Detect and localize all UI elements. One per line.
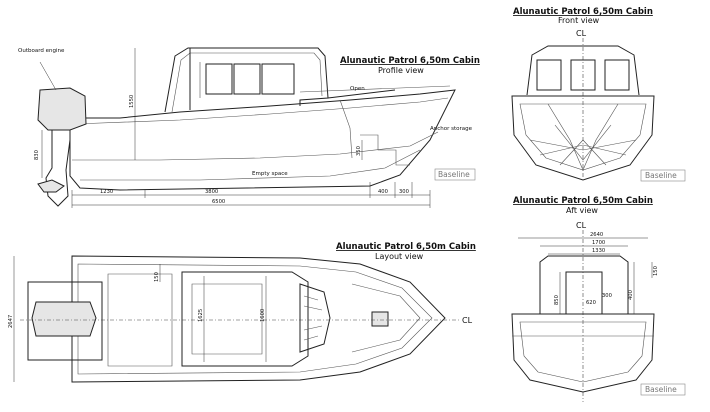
layout-dim-2647: 2647: [8, 315, 14, 328]
front-hull: [511, 95, 655, 181]
layout-dim-1625: 1625: [198, 309, 204, 322]
aft-view: Alunautic Patrol 6,50m Cabin Aft view CL…: [511, 196, 686, 402]
profile-dim-6500: 6500: [212, 199, 225, 205]
front-baseline-box: [640, 169, 686, 182]
profile-cabin-inner: [171, 52, 323, 113]
aft-baseline-box: [640, 383, 686, 396]
aft-dim-300-label: 300: [602, 293, 612, 299]
front-hull-inner: [519, 103, 647, 171]
profile-rail: [299, 85, 451, 93]
layout-bow-deck: [351, 283, 421, 353]
front-framing: [529, 124, 637, 166]
profile-title: Alunautic Patrol 6,50m Cabin: [340, 56, 480, 66]
layout-gunwale: [77, 263, 433, 375]
outboard-leg: [45, 130, 71, 207]
profile-label-anchor: Anchor storage: [430, 126, 473, 132]
profile-dim-400: 400: [378, 189, 388, 195]
profile-subtitle: Profile view: [378, 66, 424, 75]
front-cl-label: CL: [576, 29, 587, 38]
profile-console: [339, 99, 410, 166]
aft-subtitle: Aft view: [566, 206, 598, 215]
profile-label-empty: Empty space: [252, 171, 288, 177]
profile-label-outboard: Outboard engine: [18, 48, 65, 54]
profile-label-open: Open: [350, 86, 365, 92]
profile-sheer-line: [74, 97, 449, 125]
profile-hull: [69, 89, 456, 191]
aft-transom: [519, 321, 647, 383]
layout-console: [299, 283, 331, 353]
layout-dim-150: 150: [154, 272, 160, 282]
profile-dim-3800: 3800: [205, 189, 218, 195]
profile-window-2: [233, 63, 261, 95]
profile-cabin: [164, 47, 329, 113]
profile-chine: [72, 131, 439, 161]
profile-window-3: [261, 63, 295, 95]
aft-dim-400-label: 400: [628, 290, 634, 300]
aft-dim-850-label: 850: [554, 295, 560, 305]
layout-subtitle: Layout view: [375, 252, 424, 261]
aft-door: [565, 271, 603, 315]
outboard-prop: [37, 179, 65, 193]
aft-cl-label: CL: [576, 221, 587, 230]
aft-dim-2640: 2640: [590, 232, 603, 238]
profile-dim-350: 350: [356, 146, 362, 156]
front-view: Alunautic Patrol 6,50m Cabin Front view …: [511, 7, 686, 182]
front-window-3: [604, 59, 630, 91]
front-subtitle: Front view: [558, 16, 600, 25]
aft-dim-150-label: 150: [653, 266, 659, 276]
front-bow-stem: [547, 103, 619, 171]
profile-dim-300: 300: [399, 189, 409, 195]
layout-title: Alunautic Patrol 6,50m Cabin: [336, 242, 476, 252]
aft-hull: [511, 313, 655, 393]
aft-dim-1330: 1330: [592, 248, 605, 254]
aft-title: Alunautic Patrol 6,50m Cabin: [513, 196, 653, 206]
profile-dim-1550: 1550: [129, 95, 135, 108]
outboard-leader: [39, 61, 57, 91]
profile-baseline-label: Baseline: [438, 170, 470, 179]
profile-view: Alunautic Patrol 6,50m Cabin Profile vie…: [18, 47, 480, 208]
profile-window-1: [205, 63, 233, 95]
front-window-1: [536, 59, 562, 91]
front-title: Alunautic Patrol 6,50m Cabin: [513, 7, 653, 17]
aft-cabin: [539, 255, 629, 314]
layout-engine-top: [31, 301, 97, 337]
layout-console-chevrons: [303, 295, 323, 341]
outboard-engine: [37, 87, 87, 131]
aft-dim-620-label: 620: [586, 300, 596, 306]
layout-aft-seats: [107, 273, 173, 367]
aft-baseline-label: Baseline: [645, 385, 677, 394]
layout-cabin-seat: [191, 283, 263, 355]
layout-view: Alunautic Patrol 6,50m Cabin Layout view…: [8, 242, 476, 383]
profile-dim-830: 830: [34, 150, 40, 160]
layout-engine-well: [27, 281, 103, 361]
profile-keel-line: [80, 149, 421, 181]
layout-cabin: [181, 271, 309, 367]
profile-open-hatch: [327, 89, 396, 99]
layout-dim-1600: 1600: [260, 309, 266, 322]
aft-dim-1700: 1700: [592, 240, 605, 246]
layout-hatch: [371, 311, 389, 327]
front-baseline-label: Baseline: [645, 171, 677, 180]
front-cabin: [526, 45, 640, 96]
profile-baseline-box: [434, 168, 476, 181]
profile-dim-1230: 1230: [100, 189, 113, 195]
front-window-2: [570, 59, 596, 91]
layout-cl-label: CL: [462, 316, 473, 325]
layout-hull-outline: [71, 255, 446, 383]
